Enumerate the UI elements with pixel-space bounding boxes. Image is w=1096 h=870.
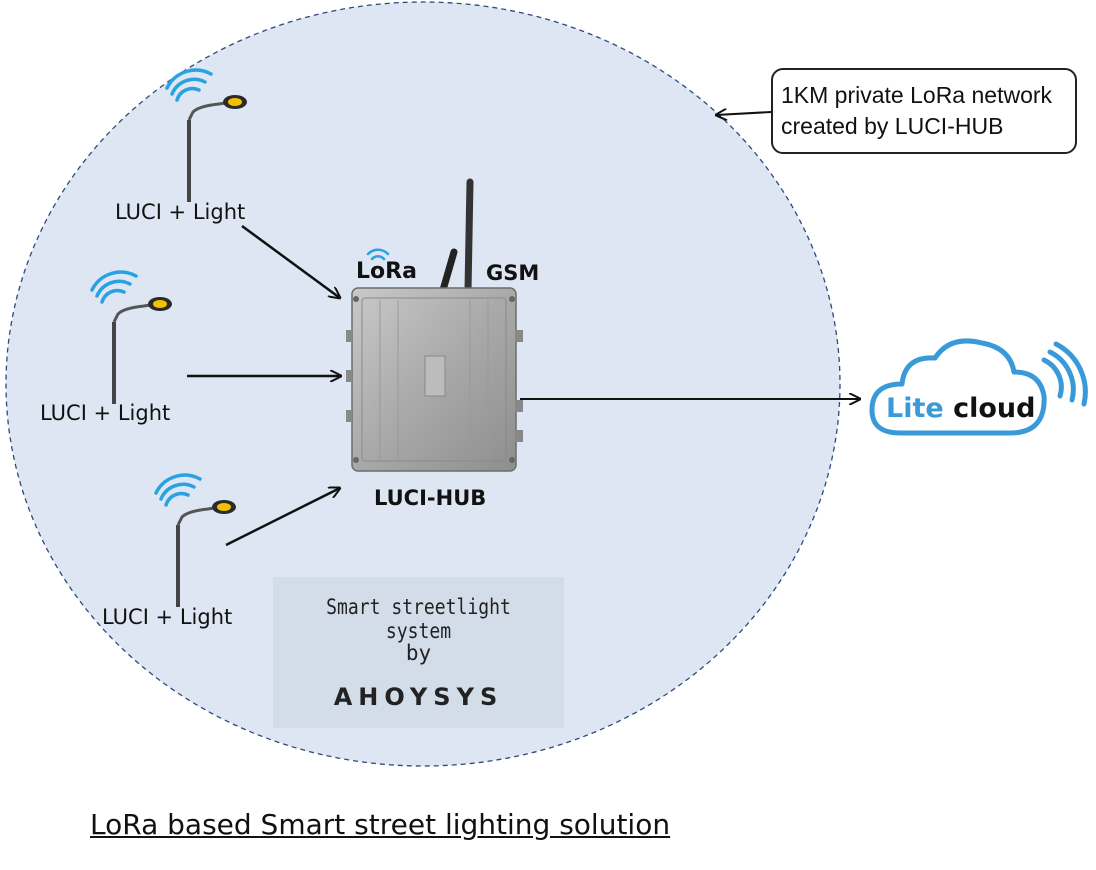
- arrow-node1-to-hub: [241, 224, 340, 298]
- credit-line2: by: [405, 641, 432, 665]
- credit-box: Smart streetlight system by AHOYSYS: [273, 577, 564, 728]
- gsm-label: GSM: [486, 261, 540, 285]
- cloud-word1: Lite: [886, 393, 944, 424]
- diagram-caption: LoRa based Smart street lighting solutio…: [90, 808, 671, 841]
- node-label: LUCI + Light: [102, 605, 233, 629]
- node-label: LUCI + Light: [40, 401, 171, 425]
- brand-logo: AHOYSYS: [333, 683, 504, 711]
- cloud-icon: [869, 338, 1088, 436]
- cloud-word2: cloud: [953, 393, 1036, 424]
- network-callout: 1KM private LoRa network created by LUCI…: [771, 68, 1077, 154]
- callout-line2: created by LUCI-HUB: [781, 113, 1004, 139]
- callout-arrow: [716, 112, 772, 115]
- node-label: LUCI + Light: [115, 200, 246, 224]
- cloud-label: Lite cloud: [886, 393, 1035, 424]
- gateway-device-icon: [346, 178, 523, 472]
- arrow-node3-to-hub: [225, 488, 340, 547]
- lora-wifi-icon: [366, 248, 390, 261]
- credit-line1: Smart streetlight system: [326, 595, 511, 643]
- callout-line1: 1KM private LoRa network: [781, 82, 1053, 108]
- lora-label: LoRa: [356, 259, 417, 284]
- hub-label: LUCI-HUB: [374, 486, 487, 510]
